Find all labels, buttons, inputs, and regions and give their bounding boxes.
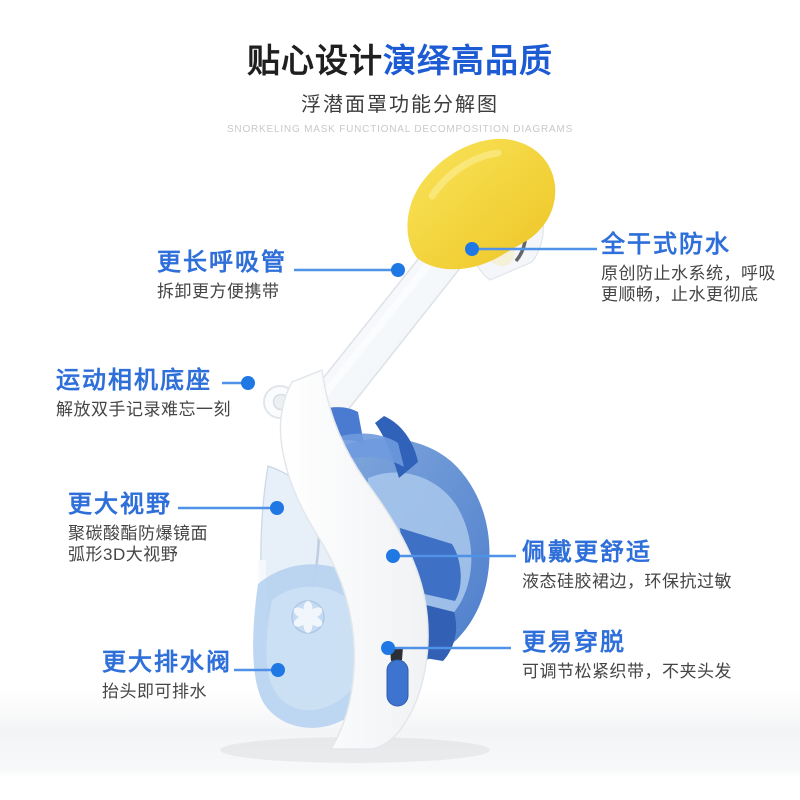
cap-sheen [428, 149, 502, 200]
callout-title: 更大视野 [68, 491, 172, 518]
callout-drain-valve: 更大排水阀 抬头即可排水 [102, 650, 232, 702]
callout-desc: 抬头即可排水 [102, 682, 207, 701]
callout-desc: 解放双手记录难忘一刻 [56, 400, 231, 419]
callout-desc: 原创防止水系统，呼吸 [601, 264, 776, 283]
callout-desc: 弧形3D大视野 [68, 545, 179, 564]
drain-valve [291, 600, 325, 634]
snorkel-mask-product [253, 138, 556, 750]
callout-connectors [178, 242, 597, 677]
callout-desc: 可调节松紧织带，不夹头发 [522, 662, 732, 681]
callout-desc: 更顺畅，止水更彻底 [601, 285, 759, 304]
subtitle: 浮潜面罩功能分解图 [301, 94, 499, 116]
callout-desc: 拆卸更方便携带 [157, 282, 280, 301]
connector-dot-dry-top [465, 242, 479, 256]
header: 贴心设计演绎高品质 浮潜面罩功能分解图 SNORKELING MASK FUNC… [0, 44, 800, 136]
page-title: 贴心设计演绎高品质 [0, 44, 800, 78]
connector-dot-larger-view [270, 501, 284, 515]
connector-dot-easy-strap [381, 641, 395, 655]
subtitle-english: SNORKELING MASK FUNCTIONAL DECOMPOSITION… [226, 124, 574, 135]
callout-desc: 聚碳酸酯防爆镜面 [68, 524, 208, 543]
connector-dot-camera-mount [241, 376, 255, 390]
callout-dry-top: 全干式防水 原创防止水系统，呼吸 更顺畅，止水更彻底 [601, 232, 776, 305]
snorkel-top-cap [407, 138, 556, 270]
callout-larger-view: 更大视野 聚碳酸酯防爆镜面 弧形3D大视野 [68, 492, 208, 565]
callout-title: 佩戴更舒适 [522, 539, 652, 566]
buckle-slot [386, 659, 409, 707]
callout-easy-strap: 更易穿脱 可调节松紧织带，不夹头发 [522, 630, 732, 682]
callout-title: 更大排水阀 [102, 649, 232, 676]
callout-title: 更易穿脱 [522, 629, 626, 656]
page-title-dark: 贴心设计 [247, 42, 383, 79]
connector-dot-comfort [386, 549, 400, 563]
snorkel-tube-highlight [304, 231, 456, 419]
callout-title: 运动相机底座 [56, 367, 212, 394]
callout-camera-mount: 运动相机底座 解放双手记录难忘一刻 [56, 368, 231, 420]
connector-dot-longer-snorkel [391, 263, 405, 277]
callout-desc: 液态硅胶裙边，环保抗过敏 [522, 572, 732, 591]
callout-longer-snorkel: 更长呼吸管 拆卸更方便携带 [157, 250, 287, 302]
callout-title: 更长呼吸管 [157, 249, 287, 276]
callout-comfort-wear: 佩戴更舒适 液态硅胶裙边，环保抗过敏 [522, 540, 732, 592]
callout-title: 全干式防水 [601, 231, 731, 258]
product-shadow [220, 737, 490, 763]
connector-dot-drain-valve [271, 663, 285, 677]
page-title-blue: 演绎高品质 [383, 42, 553, 79]
